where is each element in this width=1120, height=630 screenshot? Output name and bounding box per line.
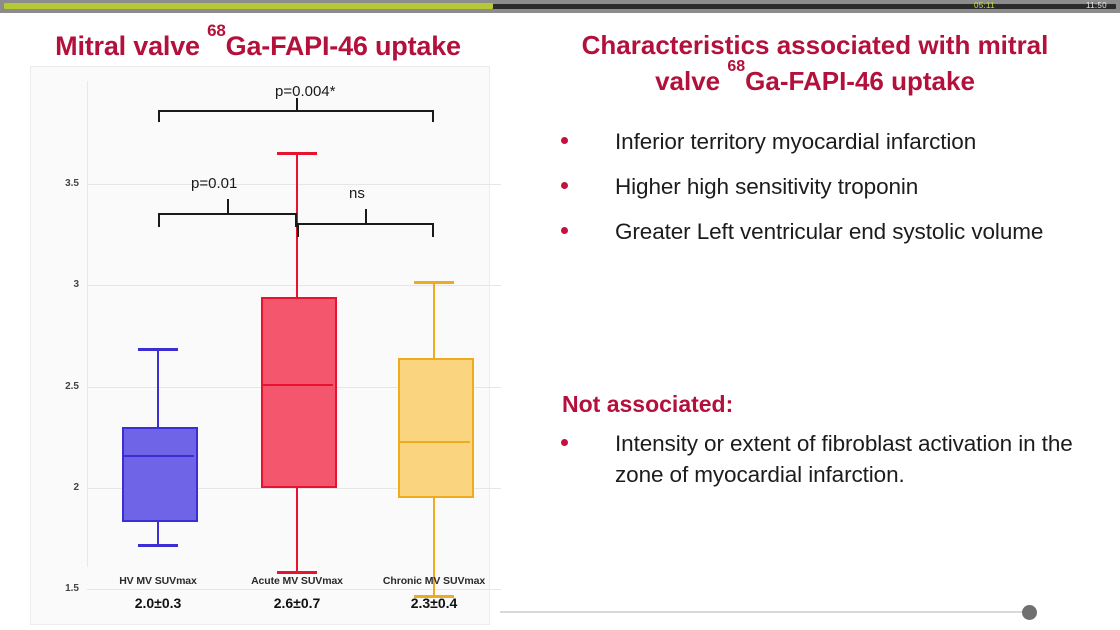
bracket-left-leg bbox=[158, 213, 160, 227]
x-axis-category-name: Chronic MV SUVmax bbox=[382, 575, 486, 587]
iqr-box bbox=[398, 358, 474, 498]
bullet-dot-icon bbox=[561, 439, 568, 446]
y-axis-tick-label: 1.5 bbox=[65, 583, 79, 594]
x-axis-category-value: 2.3±0.4 bbox=[410, 595, 458, 611]
significance-label: ns bbox=[349, 185, 365, 202]
upper-whisker-cap bbox=[138, 348, 178, 352]
bracket-stem bbox=[227, 199, 229, 213]
chart-title: Mitral valve 68Ga-FAPI-46 uptake bbox=[28, 21, 488, 62]
y-axis-tick-label: 2.5 bbox=[65, 380, 79, 392]
x-axis-category-value: 2.0±0.3 bbox=[134, 595, 182, 611]
boxplot-hv bbox=[31, 67, 489, 627]
bracket-right-leg bbox=[295, 213, 297, 227]
x-axis-category: Chronic MV SUVmax 2.3±0.4 bbox=[359, 575, 509, 611]
plot-area: 3.5 3 2.5 2 1.5 p=0.004* p=0.01 ns bbox=[31, 67, 501, 599]
bullet-text: Inferior territory myocardial infarction bbox=[615, 129, 977, 154]
bullet-dot-icon bbox=[561, 137, 568, 144]
right-panel-title: Characteristics associated with mitral v… bbox=[540, 28, 1090, 100]
bullet-dot-icon bbox=[561, 182, 568, 190]
iqr-box bbox=[261, 297, 337, 488]
bracket-stem bbox=[296, 98, 298, 110]
right-panel: Characteristics associated with mitral v… bbox=[530, 13, 1100, 630]
significance-bracket: ns bbox=[31, 67, 489, 627]
associated-bullet: Greater Left ventricular end systolic vo… bbox=[552, 216, 1097, 247]
x-axis-category-name: HV MV SUVmax bbox=[119, 575, 197, 587]
progress-played bbox=[4, 3, 494, 9]
lower-whisker bbox=[296, 483, 298, 571]
x-axis-category-name: Acute MV SUVmax bbox=[251, 575, 343, 587]
gridline bbox=[87, 589, 501, 590]
bracket-right-leg bbox=[432, 223, 434, 237]
not-associated-heading: Not associated: bbox=[562, 391, 734, 417]
associated-bullet-list: Inferior territory myocardial infarction… bbox=[552, 126, 1097, 261]
bullet-text: Greater Left ventricular end systolic vo… bbox=[615, 219, 1044, 245]
gridline bbox=[87, 487, 501, 489]
gridline bbox=[87, 184, 501, 185]
lower-whisker-cap bbox=[414, 595, 454, 599]
scrubber-knob[interactable] bbox=[1022, 605, 1037, 620]
upper-whisker bbox=[157, 348, 159, 427]
significance-label: p=0.004* bbox=[275, 83, 336, 100]
not-associated-bullet: Intensity or extent of fibroblast activa… bbox=[552, 428, 1097, 490]
upper-whisker bbox=[433, 281, 435, 359]
upper-whisker-cap bbox=[277, 151, 317, 155]
x-axis-category: Acute MV SUVmax 2.6±0.7 bbox=[222, 575, 372, 611]
bullet-text: Intensity or extent of fibroblast activa… bbox=[615, 431, 1073, 488]
significance-bracket: p=0.004* bbox=[31, 67, 489, 627]
video-progress-bar[interactable]: 05:11 11:50 bbox=[0, 0, 1120, 13]
bullet-dot-icon bbox=[561, 227, 568, 235]
bracket-right-leg bbox=[432, 110, 434, 122]
median-line bbox=[398, 441, 470, 444]
lower-whisker bbox=[157, 518, 159, 545]
lower-whisker-cap bbox=[138, 544, 178, 548]
boxplot-chronic bbox=[31, 67, 489, 627]
upper-whisker-cap bbox=[414, 281, 454, 285]
associated-bullet: Higher high sensitivity troponin bbox=[552, 171, 1097, 202]
lower-whisker bbox=[433, 493, 435, 596]
y-axis-tick-label: 3.5 bbox=[65, 178, 79, 189]
right-title-line1: Characteristics associated with mitral bbox=[581, 30, 1049, 60]
lower-whisker-cap bbox=[277, 570, 317, 574]
y-axis-tick-label: 3 bbox=[73, 279, 79, 291]
right-title-line2-suffix: Ga-FAPI-46 uptake bbox=[745, 65, 975, 96]
gridline bbox=[87, 285, 501, 287]
associated-bullet: Inferior territory myocardial infarction bbox=[552, 126, 1097, 157]
significance-label: p=0.01 bbox=[191, 175, 238, 192]
elapsed-time: 05:11 bbox=[974, 1, 995, 10]
left-panel: Mitral valve 68Ga-FAPI-46 uptake 3.5 3 2.5… bbox=[28, 13, 501, 630]
slide-scrubber[interactable] bbox=[500, 605, 1060, 620]
x-axis-category-value: 2.6±0.7 bbox=[273, 595, 321, 611]
bracket-left-leg bbox=[297, 223, 299, 237]
significance-bracket: p=0.01 bbox=[31, 67, 489, 627]
total-time: 11:50 bbox=[1086, 1, 1107, 10]
bracket-bar bbox=[158, 213, 297, 215]
chart-title-prefix: Mitral valve bbox=[55, 31, 208, 61]
right-title-line2-prefix: valve bbox=[655, 65, 728, 96]
chart-title-superscript: 68 bbox=[207, 20, 226, 40]
iqr-box bbox=[122, 427, 198, 523]
progress-track[interactable] bbox=[4, 4, 1116, 9]
boxplot-chart: 3.5 3 2.5 2 1.5 p=0.004* p=0.01 ns HV MV SUVmax… bbox=[30, 66, 501, 625]
median-line bbox=[261, 384, 333, 387]
chart-title-suffix: Ga-FAPI-46 uptake bbox=[225, 31, 461, 61]
right-title-superscript: 68 bbox=[727, 58, 746, 76]
y-axis-tick-label: 2 bbox=[73, 481, 79, 493]
bracket-left-leg bbox=[158, 110, 160, 122]
bracket-stem bbox=[365, 209, 367, 223]
median-line bbox=[122, 455, 194, 458]
bullet-text: Higher high sensitivity troponin bbox=[615, 174, 919, 200]
y-axis bbox=[87, 81, 88, 567]
x-axis-category: HV MV SUVmax 2.0±0.3 bbox=[83, 575, 233, 611]
bracket-bar bbox=[158, 110, 434, 112]
scrubber-track[interactable] bbox=[500, 611, 1032, 613]
bracket-bar bbox=[297, 223, 434, 225]
not-associated-bullet-list: Intensity or extent of fibroblast activa… bbox=[552, 428, 1097, 504]
